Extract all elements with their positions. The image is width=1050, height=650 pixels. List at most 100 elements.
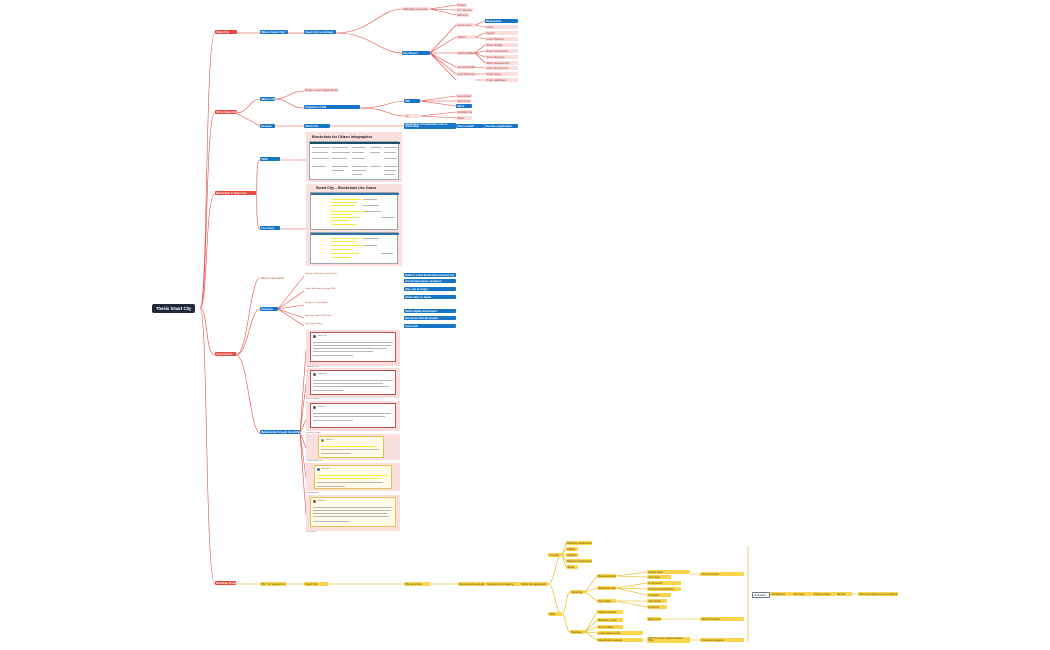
technical-node[interactable]: Technical xyxy=(570,590,585,595)
business-item[interactable]: Legal requirements xyxy=(597,631,643,636)
case-highlight[interactable]: Zug: city of crypto xyxy=(404,287,456,292)
player-subgroup[interactable]: Agency xyxy=(485,31,518,36)
roadmap-step[interactable]: SSI / VC support in city xyxy=(260,582,286,587)
social-card[interactable]: Author C xyxy=(310,403,396,428)
end-item[interactable]: Next step deployment and planning xyxy=(858,592,898,597)
what-is-ssi[interactable]: What is SSI? xyxy=(260,97,275,102)
player-group[interactable]: Government xyxy=(456,23,475,28)
ssi-solution[interactable]: Sovrin/Indy xyxy=(456,99,472,104)
social-card[interactable]: Author B xyxy=(310,370,396,395)
social-card[interactable]: Author E xyxy=(314,465,392,489)
example-description[interactable]: Verification of Credentials such as Citi… xyxy=(404,123,456,130)
social-card[interactable]: Author A xyxy=(310,332,396,362)
tech-sub[interactable]: Identity layer xyxy=(647,570,690,575)
key-players-node[interactable]: Key Players xyxy=(402,51,430,56)
did-node[interactable]: DID xyxy=(404,99,420,104)
social-media-node[interactable]: Relationship through Social Media xyxy=(260,430,300,435)
case-highlight[interactable]: Estonia launched e-residency xyxy=(404,279,456,284)
business-node[interactable]: Business xyxy=(570,630,585,635)
what-is-case-study[interactable]: What is case study? xyxy=(261,276,285,280)
social-card[interactable]: Author F xyxy=(310,497,396,527)
player-group[interactable]: Industry/Stakeholders xyxy=(456,51,475,56)
what-is-smart-city[interactable]: What is Smart City? xyxy=(260,30,288,35)
end-item[interactable]: Benefit xyxy=(836,592,852,597)
table-node[interactable]: Table xyxy=(260,157,280,162)
player-subgroup[interactable]: Smart Economy xyxy=(485,55,518,60)
end-item[interactable]: Use-Case xyxy=(792,592,812,597)
branch-blockchain[interactable]: Blockchain in Smart City xyxy=(215,191,256,196)
ssi-extra[interactable]: Wallet xyxy=(456,116,472,121)
player-subgroup[interactable]: Smart Mobility xyxy=(485,43,518,48)
concept-node[interactable]: Concept xyxy=(548,553,562,558)
tech-sub[interactable]: Tech Stack xyxy=(647,599,667,604)
pillar-item[interactable]: IoT / devices xyxy=(456,8,474,13)
use-case-application[interactable]: Use-Case Application xyxy=(484,124,518,129)
credential-node[interactable]: Credential Issuance xyxy=(700,638,744,643)
tech-sub[interactable]: Governance xyxy=(647,581,681,586)
root-node[interactable]: Thesis Smart City xyxy=(152,304,196,313)
end-item[interactable]: Implementation xyxy=(812,592,836,597)
ssi-solution[interactable]: Hyperledger xyxy=(456,94,472,99)
player-subgroup[interactable]: Waste Management xyxy=(485,61,518,66)
player-group[interactable]: Local Businesses xyxy=(456,72,475,77)
end-item[interactable]: Architecture xyxy=(770,592,792,597)
case-highlight[interactable]: Open data xyxy=(404,324,456,329)
business-item[interactable]: Stakeholder analysis xyxy=(597,638,643,643)
concept-item[interactable]: Target xyxy=(566,565,578,570)
player-group[interactable]: Service Providers xyxy=(456,65,475,70)
identity-provider-node[interactable]: Identity Provider xyxy=(700,617,744,622)
value-item[interactable]: Tech Stack xyxy=(597,599,616,604)
social-card[interactable]: Author D xyxy=(318,436,384,458)
ssi-solution[interactable]: uPort xyxy=(456,104,472,109)
example-smart-city[interactable]: Smart City xyxy=(304,124,330,129)
concept-item[interactable]: Market xyxy=(566,547,578,552)
concept-item[interactable]: Business Model Canvas xyxy=(566,559,592,564)
business-item[interactable]: Go-to-market xyxy=(597,625,623,630)
player-subgroup[interactable]: Smart Living xyxy=(485,72,518,77)
tech-sub[interactable]: Trust layer xyxy=(647,575,671,580)
player-subgroup[interactable]: Local Chamber xyxy=(485,37,518,42)
case-highlight[interactable]: Barcelona: Decode project xyxy=(404,316,456,321)
smart-city-domain[interactable]: Smart City is a domain xyxy=(304,30,336,35)
case-highlight[interactable]: Smart digital Government xyxy=(404,309,456,314)
concept-item[interactable]: Platform xyxy=(566,553,578,558)
tech-sub[interactable]: Technical Specification xyxy=(647,587,681,592)
branch-smart-city[interactable]: Smart City xyxy=(215,30,237,35)
pillar-item[interactable]: Privacy xyxy=(456,3,467,8)
legal-sub[interactable]: Data protection xyxy=(647,617,661,622)
overview-node[interactable]: Overview xyxy=(260,307,278,312)
player-subgroup[interactable]: Smart Healthcare xyxy=(485,78,518,83)
properties-of-ssi[interactable]: Properties of SSI xyxy=(304,105,360,110)
player-group[interactable]: Citizens xyxy=(456,35,475,40)
roadmap-step[interactable]: Smart City xyxy=(304,582,328,587)
municipality-node[interactable]: Municipality xyxy=(485,19,518,24)
ssi-extra[interactable]: Verifiable Data xyxy=(456,110,472,115)
use-cases-node[interactable]: Use Cases xyxy=(260,226,280,231)
case-highlight[interactable]: Smart cities in Japan xyxy=(404,295,456,300)
player-subgroup[interactable]: Citizen xyxy=(485,25,518,30)
ssi-framework-node[interactable]: SSI Framework xyxy=(700,572,744,577)
stakeholder-sub[interactable]: SSI Use Case Implementation Plan xyxy=(647,637,690,644)
tech-sub[interactable]: Prototype xyxy=(647,593,671,598)
ssi-description[interactable]: Brings a user's digital identity xyxy=(304,88,338,93)
how-to-build[interactable]: How to build? xyxy=(456,124,484,129)
player-subgroup[interactable]: Smart Environment xyxy=(485,66,518,71)
case-highlight[interactable]: Dubai is a first blockchain-powered city xyxy=(404,273,456,278)
roadmap-step[interactable]: Requirement analysis xyxy=(458,582,486,587)
business-item[interactable]: Business model xyxy=(597,618,623,623)
branch-case-studies[interactable]: Case Studies xyxy=(215,352,236,357)
tech-sub[interactable]: Prototype xyxy=(647,605,667,610)
example-node[interactable]: Example xyxy=(260,124,275,129)
value-node[interactable]: Value xyxy=(548,612,562,617)
player-subgroup[interactable]: Smart Governance xyxy=(485,49,518,54)
value-item[interactable]: Business Model xyxy=(597,574,616,579)
roadmap-step[interactable]: Model fine-granularity xyxy=(520,582,548,587)
branch-roadmap[interactable]: Roadmap Through xyxy=(215,581,236,586)
roadmap-step[interactable]: SSI as service xyxy=(404,582,430,587)
pillar-item[interactable]: Efficiency xyxy=(456,13,470,18)
roadmap-step[interactable]: Requirement modeling xyxy=(486,582,520,587)
branch-ssi-smart-city[interactable]: SSI in Smart City xyxy=(215,110,237,115)
vc-node[interactable]: VC xyxy=(404,114,420,119)
concept-item[interactable]: Business Model Canvas xyxy=(566,541,592,546)
